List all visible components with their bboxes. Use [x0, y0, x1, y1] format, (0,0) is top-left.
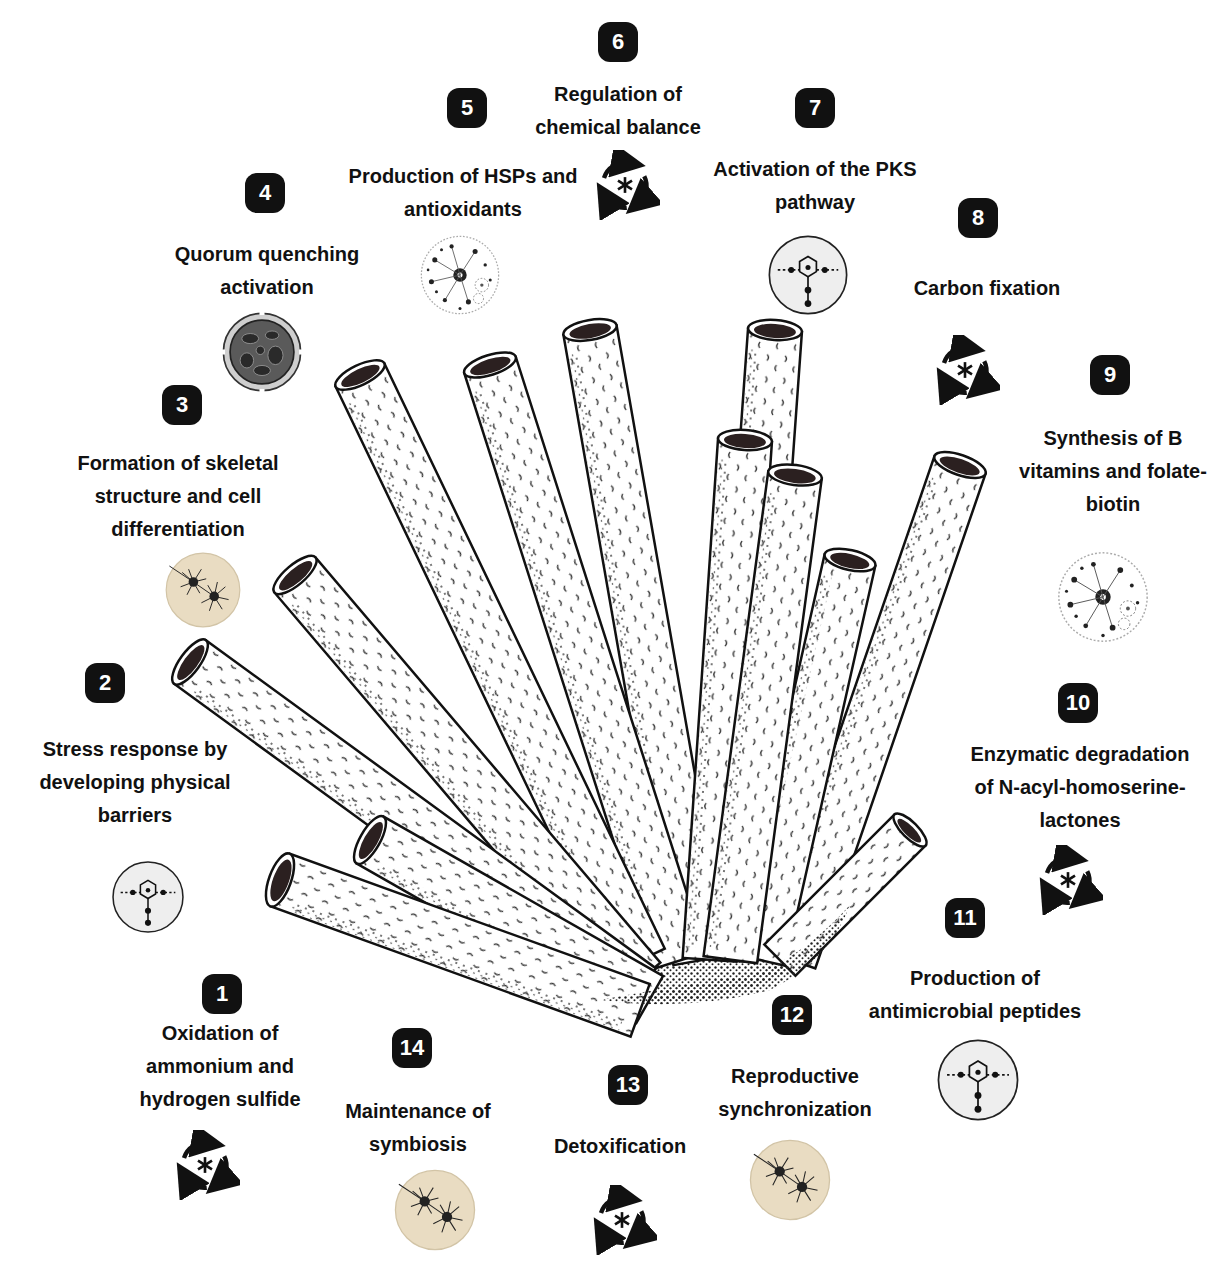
callout-number: 5 — [447, 88, 487, 128]
numbered-label: 14Maintenance of symbiosis — [323, 1028, 513, 1161]
numbered-label: 9Synthesis of B vitamins and folate-biot… — [1018, 355, 1208, 521]
numbered-label: 7Activation of the PKS pathway — [710, 88, 920, 219]
function-label: Maintenance of symbiosis — [323, 1095, 513, 1161]
callout-number: 12 — [772, 995, 812, 1035]
numbered-label: 10Enzymatic degradation of N-acyl-homose… — [962, 683, 1198, 837]
callout-number: 3 — [162, 385, 202, 425]
numbered-label: 5Production of HSPs and antioxidants — [343, 88, 583, 226]
callout-number: 9 — [1090, 355, 1130, 395]
numbered-label: 8Carbon fixation — [887, 198, 1087, 305]
function-label: Production of antimicrobial peptides — [850, 962, 1100, 1028]
callout-number: 10 — [1058, 683, 1098, 723]
function-label: Production of HSPs and antioxidants — [343, 160, 583, 226]
function-label: Synthesis of B vitamins and folate-bioti… — [1018, 422, 1208, 521]
callout-number: 6 — [598, 22, 638, 62]
callout-number: 14 — [392, 1028, 432, 1068]
callout-number: 2 — [85, 663, 125, 703]
callout-number: 11 — [945, 898, 985, 938]
function-label: Activation of the PKS pathway — [710, 153, 920, 219]
callout-number: 1 — [202, 974, 242, 1014]
numbered-label: 3Formation of skeletal structure and cel… — [43, 385, 313, 546]
numbered-label: 11Production of antimicrobial peptides — [850, 898, 1100, 1028]
callout-number: 8 — [958, 198, 998, 238]
function-label: Enzymatic degradation of N-acyl-homoseri… — [962, 738, 1198, 837]
numbered-label: 12Reproductive synchronization — [695, 995, 895, 1126]
function-label: Stress response by developing physical b… — [15, 733, 255, 832]
function-label: Oxidation of ammonium and hydrogen sulfi… — [125, 1017, 315, 1116]
function-label: Regulation of chemical balance — [518, 78, 718, 144]
numbered-label: 2Stress response by developing physical … — [15, 663, 255, 832]
function-label: Quorum quenching activation — [152, 238, 382, 304]
function-label: Detoxification — [530, 1130, 710, 1163]
function-label: Carbon fixation — [887, 272, 1087, 305]
function-label: Reproductive synchronization — [695, 1060, 895, 1126]
function-label: Formation of skeletal structure and cell… — [43, 447, 313, 546]
callout-number: 7 — [795, 88, 835, 128]
numbered-label: 13Detoxification — [530, 1065, 710, 1163]
callout-number: 4 — [245, 173, 285, 213]
numbered-label: 6Regulation of chemical balance — [518, 22, 718, 144]
callout-number: 13 — [608, 1065, 648, 1105]
numbered-label: 4Quorum quenching activation — [152, 173, 382, 304]
numbered-label: 1Oxidation of ammonium and hydrogen sulf… — [125, 974, 315, 1116]
